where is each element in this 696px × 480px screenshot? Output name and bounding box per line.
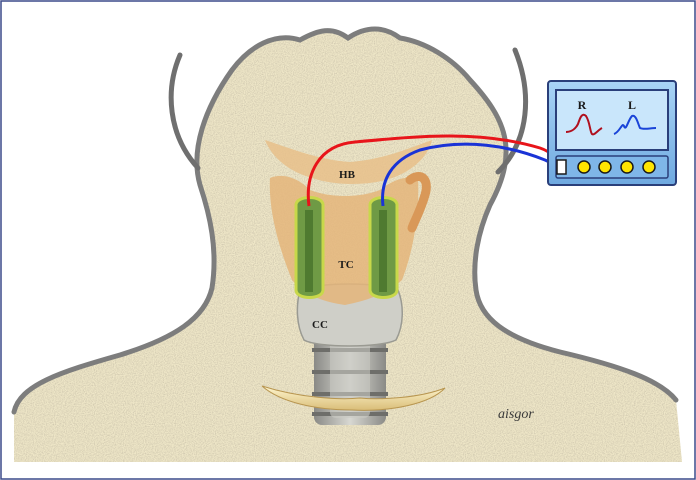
monitor-screen bbox=[556, 90, 668, 150]
hyoid-label: HB bbox=[339, 169, 356, 181]
left-channel-label: L bbox=[628, 98, 636, 112]
left-electrode bbox=[370, 198, 397, 298]
thyroid-label: TC bbox=[338, 259, 353, 271]
monitor-knob-4 bbox=[643, 161, 655, 173]
cricoid-label: CC bbox=[312, 319, 328, 331]
monitor-knob-3 bbox=[621, 161, 633, 173]
right-electrode bbox=[296, 198, 323, 298]
monitor-knob-1 bbox=[578, 161, 590, 173]
right-channel-label: R bbox=[578, 98, 587, 112]
input-jack bbox=[557, 160, 566, 174]
emg-monitor: R L bbox=[548, 81, 676, 185]
signature: aisgor bbox=[498, 407, 534, 422]
monitor-knob-2 bbox=[599, 161, 611, 173]
